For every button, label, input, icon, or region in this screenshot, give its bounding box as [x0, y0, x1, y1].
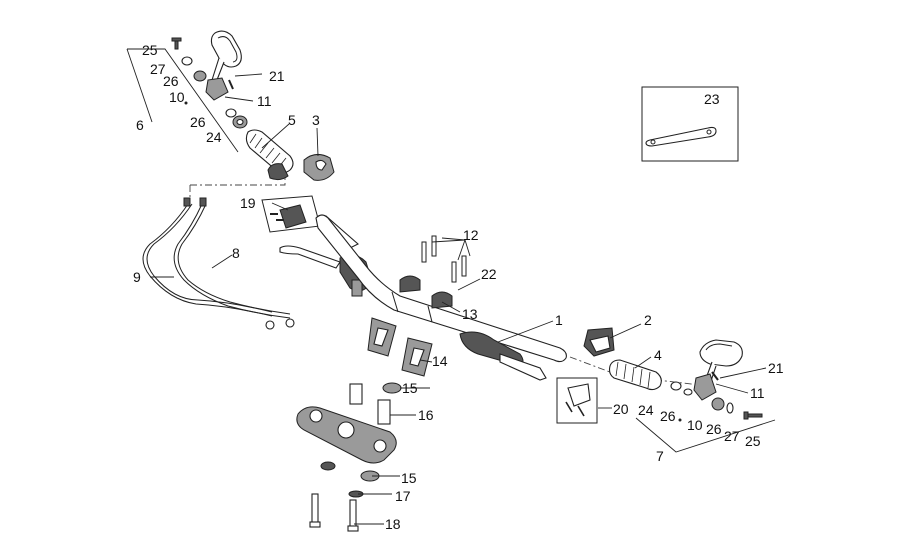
- label-1: 1: [555, 312, 563, 328]
- cables-8-9: [142, 197, 295, 330]
- label-23: 23: [704, 91, 720, 107]
- label-10-b: 10: [687, 417, 703, 433]
- label-22: 22: [481, 266, 497, 282]
- label-16: 16: [418, 407, 434, 423]
- label-26-c: 26: [660, 408, 676, 424]
- right-grip-4: [608, 359, 662, 391]
- label-24: 24: [206, 129, 222, 145]
- handlebar-1: [315, 214, 567, 381]
- right-switch-2: [583, 327, 615, 357]
- label-5: 5: [288, 112, 296, 128]
- triple-clamp: [296, 406, 397, 464]
- label-25-b: 25: [745, 433, 761, 449]
- label-2: 2: [644, 312, 652, 328]
- clamp-assembly: [399, 235, 467, 309]
- part-23-box: [641, 86, 739, 162]
- part-20-box: [556, 377, 598, 424]
- label-21-b: 21: [768, 360, 784, 376]
- label-11: 11: [257, 93, 272, 109]
- label-10: 10: [169, 89, 185, 105]
- bushings-15-16: [349, 382, 402, 425]
- label-13: 13: [462, 306, 478, 322]
- lower-bolts: [309, 461, 380, 532]
- leader-lines: [150, 73, 767, 525]
- label-3: 3: [312, 112, 320, 128]
- label-9: 9: [133, 269, 141, 285]
- label-27-b: 27: [724, 428, 740, 444]
- label-24-b: 24: [638, 402, 654, 418]
- left-mirror-assembly: [126, 30, 248, 153]
- label-19: 19: [240, 195, 256, 211]
- label-25: 25: [142, 42, 158, 58]
- label-4: 4: [654, 347, 662, 363]
- left-grip-and-switch: [245, 129, 335, 181]
- label-20: 20: [613, 401, 629, 417]
- part-19-box: [261, 195, 321, 233]
- label-8: 8: [232, 245, 240, 261]
- assembly-line-left: [190, 175, 286, 186]
- right-mirror-assembly: [635, 339, 776, 453]
- risers-14: [367, 317, 433, 377]
- label-7: 7: [656, 448, 664, 464]
- label-17: 17: [395, 488, 411, 504]
- label-21: 21: [269, 68, 285, 84]
- callout-labels: 25 27 26 10 6 21 11 26 24 5 3 19 8 9 12 …: [133, 42, 784, 532]
- label-6: 6: [136, 117, 144, 133]
- label-27: 27: [150, 61, 166, 77]
- label-26-d: 26: [706, 421, 722, 437]
- label-12: 12: [463, 227, 479, 243]
- label-15: 15: [402, 380, 418, 396]
- label-11-b: 11: [750, 385, 765, 401]
- label-26: 26: [163, 73, 179, 89]
- label-15-b: 15: [401, 470, 417, 486]
- label-26-b: 26: [190, 114, 206, 130]
- label-18: 18: [385, 516, 401, 532]
- label-14: 14: [432, 353, 448, 369]
